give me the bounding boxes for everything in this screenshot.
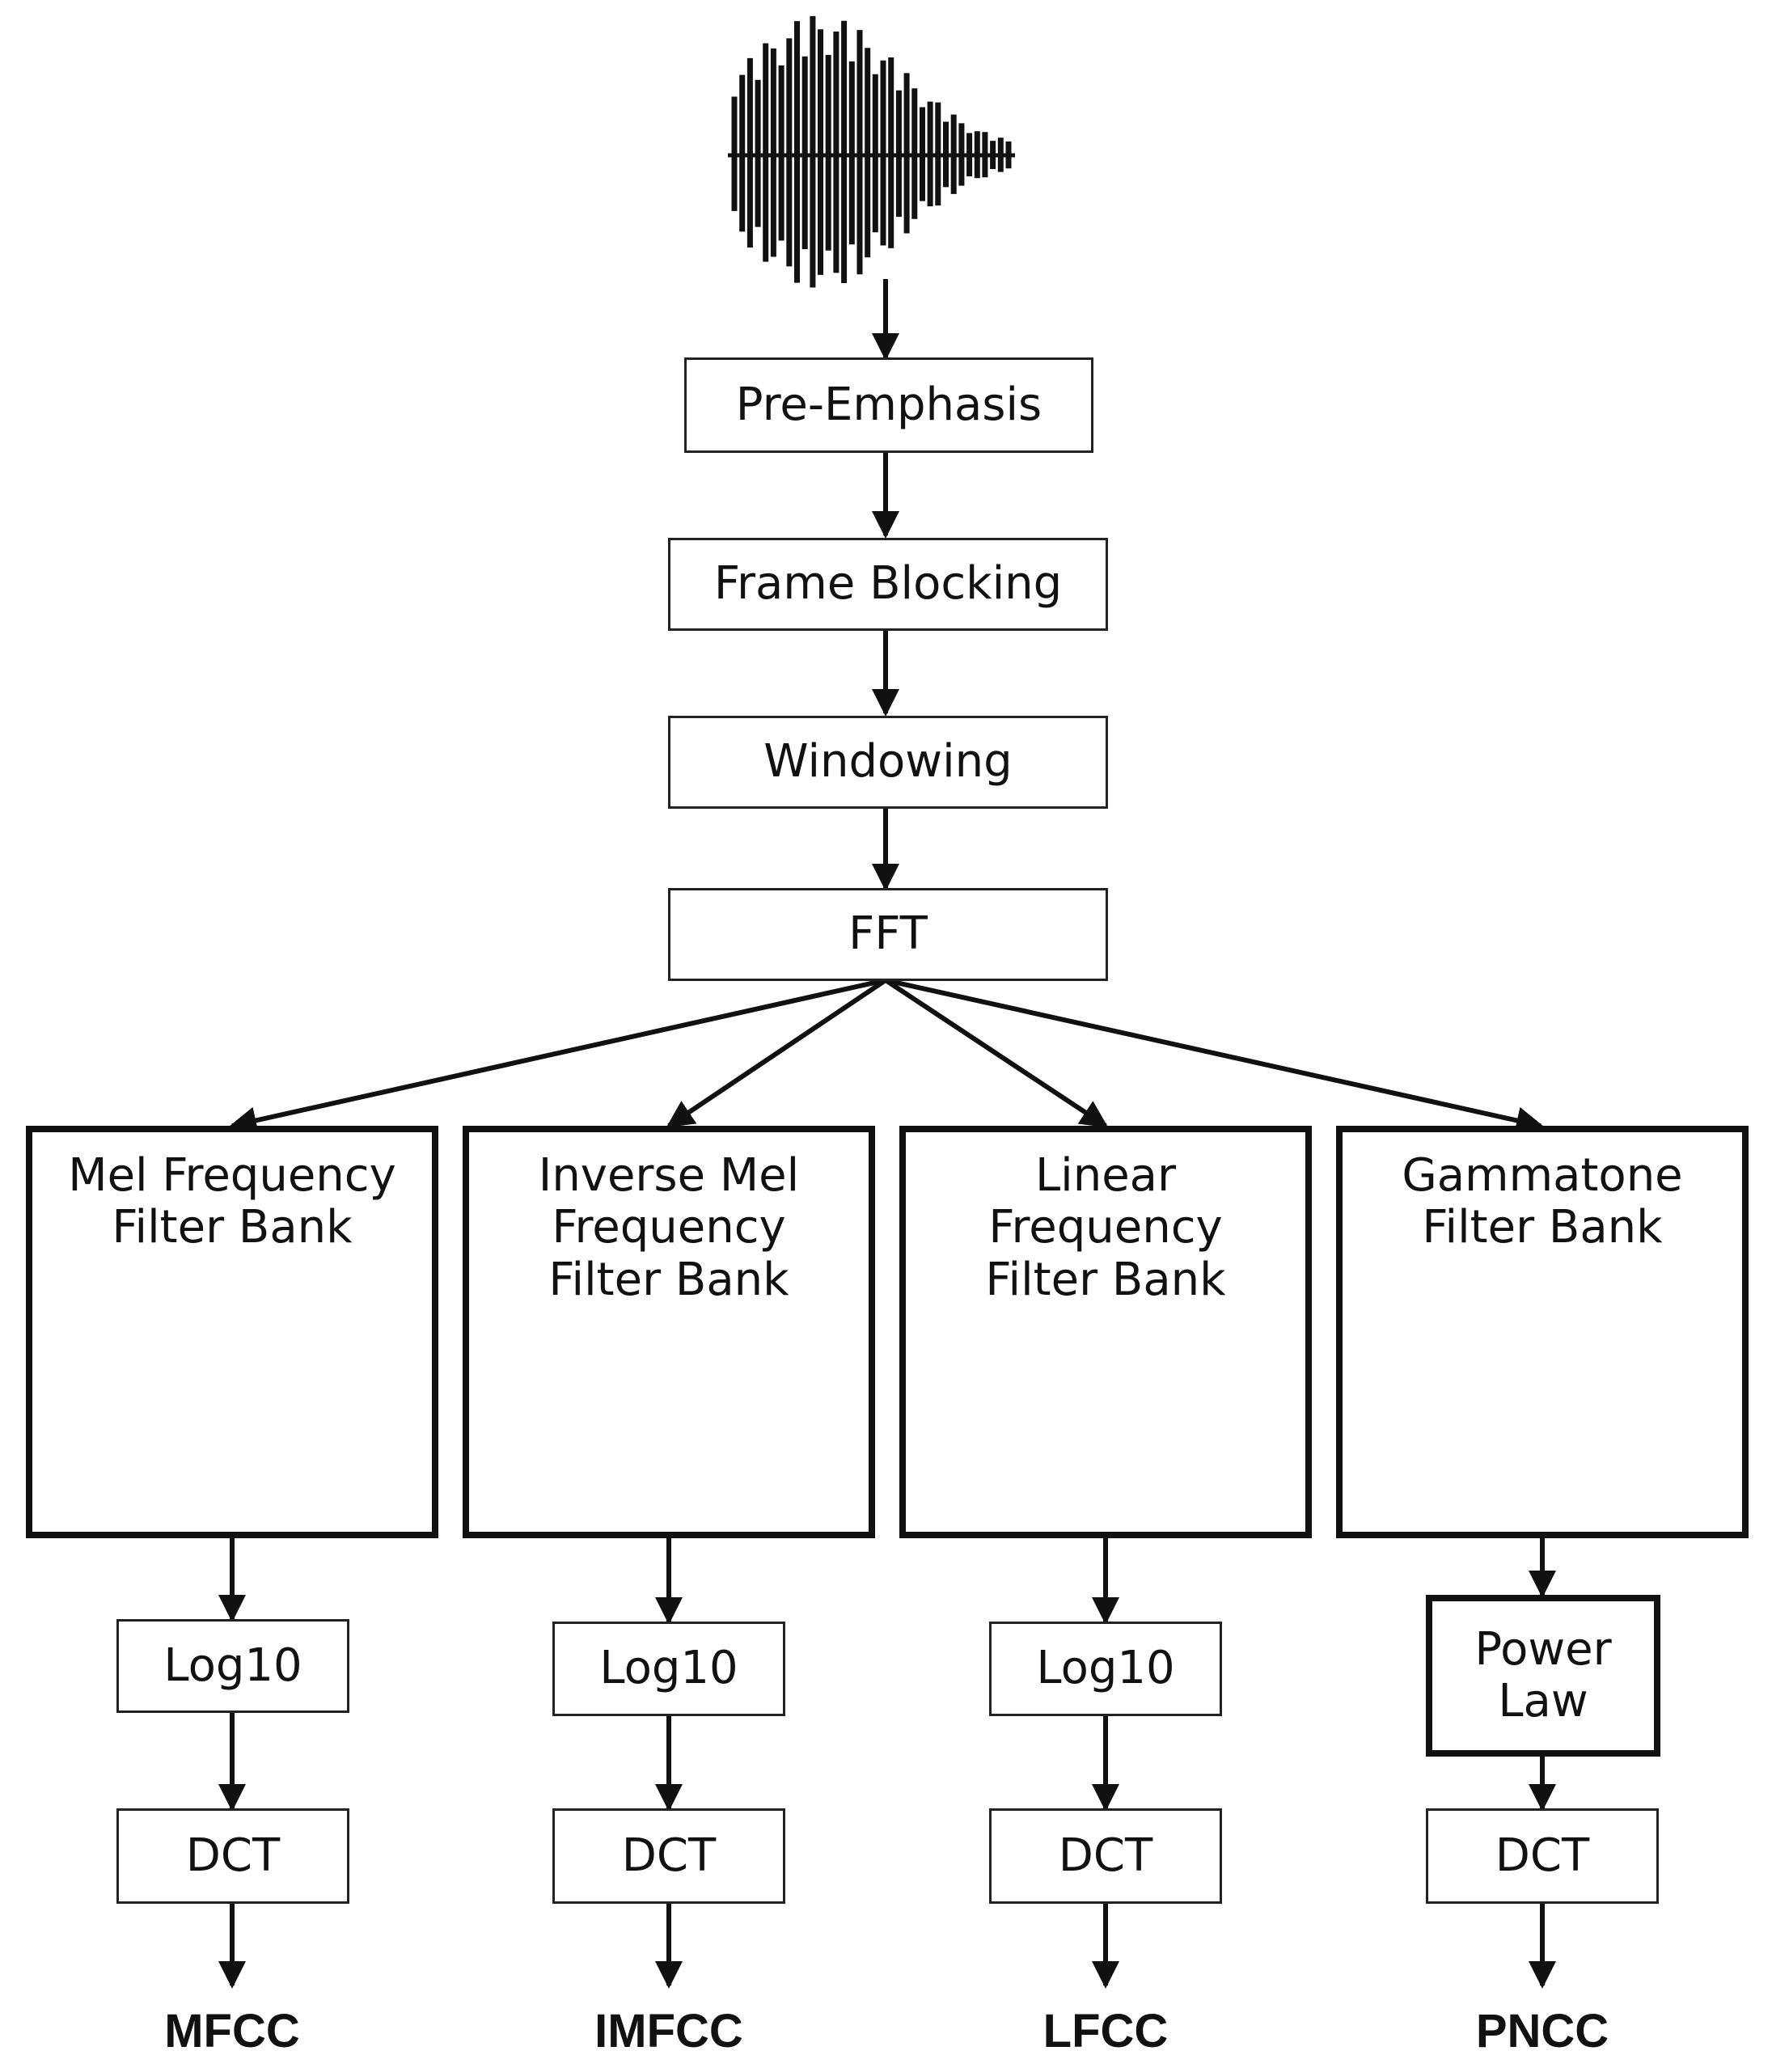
mel-dct-label: DCT (185, 1829, 281, 1882)
power-law-label: Power Law (1474, 1622, 1612, 1727)
frame-blocking-label: Frame Blocking (713, 557, 1063, 611)
inverse-mel-filter-bank-box: Inverse Mel Frequency Filter Bank (463, 1126, 875, 1538)
gammatone-filter-bank-box: Gammatone Filter Bank (1336, 1126, 1749, 1538)
inverse-mel-filter-bank-label: Inverse Mel Frequency Filter Bank (538, 1149, 800, 1306)
arrow-fft-to-inverse-mel (666, 978, 887, 1128)
arrow-fft-to-linear (884, 978, 1109, 1128)
arrow-fft-to-gammatone (885, 978, 1544, 1135)
linear-filter-bank-box: Linear Frequency Filter Bank (899, 1126, 1312, 1538)
linear-log10-box: Log10 (989, 1622, 1222, 1716)
frame-blocking-box: Frame Blocking (668, 538, 1108, 631)
linear-dct-box: DCT (989, 1808, 1222, 1904)
speech-waveform-icon (728, 15, 1015, 288)
fft-label: FFT (848, 907, 928, 961)
inverse-mel-log10-box: Log10 (552, 1622, 785, 1716)
pre-emphasis-label: Pre-Emphasis (735, 378, 1042, 431)
mel-log10-label: Log10 (163, 1639, 302, 1692)
mel-filter-bank-box: Mel Frequency Filter Bank (26, 1126, 438, 1538)
output-mfcc: MFCC (164, 2005, 300, 2057)
mel-log10-box: Log10 (116, 1619, 349, 1713)
linear-dct-label: DCT (1058, 1829, 1153, 1882)
gammatone-dct-label: DCT (1495, 1829, 1590, 1882)
mel-dct-box: DCT (116, 1808, 349, 1904)
output-imfcc: IMFCC (594, 2005, 743, 2057)
output-lfcc: LFCC (1042, 2005, 1169, 2057)
linear-log10-label: Log10 (1036, 1642, 1175, 1695)
branch-arrows (218, 1538, 1556, 1989)
arrow-fft-to-mel (229, 978, 886, 1135)
output-pncc: PNCC (1475, 2005, 1609, 2057)
windowing-box: Windowing (668, 716, 1108, 809)
inverse-mel-log10-label: Log10 (599, 1642, 738, 1695)
mel-filter-bank-label: Mel Frequency Filter Bank (68, 1149, 396, 1254)
gammatone-dct-box: DCT (1426, 1808, 1659, 1904)
fft-fanout-arrows (229, 978, 1544, 1135)
fft-box: FFT (668, 888, 1108, 981)
inverse-mel-dct-box: DCT (552, 1808, 785, 1904)
power-law-box: Power Law (1426, 1595, 1660, 1757)
gammatone-filter-bank-label: Gammatone Filter Bank (1402, 1149, 1683, 1254)
linear-filter-bank-label: Linear Frequency Filter Bank (985, 1149, 1226, 1306)
windowing-label: Windowing (763, 735, 1013, 789)
pre-emphasis-box: Pre-Emphasis (684, 357, 1093, 453)
inverse-mel-dct-label: DCT (621, 1829, 717, 1882)
